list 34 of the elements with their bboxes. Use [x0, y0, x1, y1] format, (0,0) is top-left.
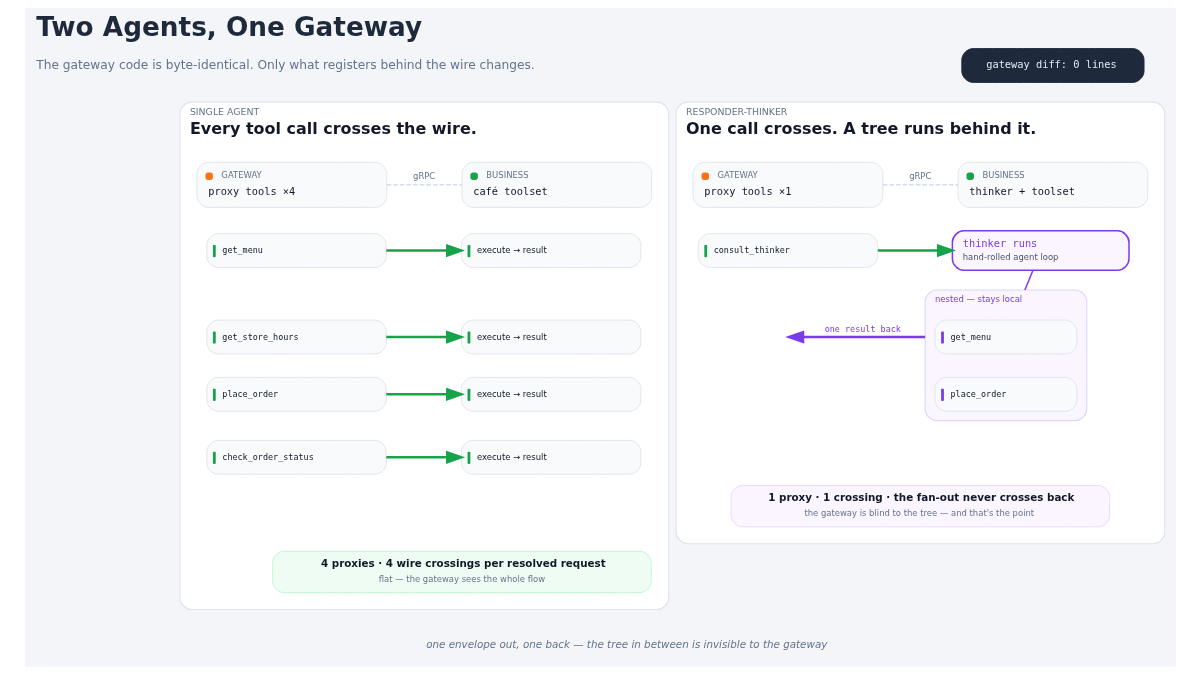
node-box: execute → result: [460, 319, 641, 355]
edge-label: one result back: [824, 323, 901, 334]
arrow: [877, 243, 956, 258]
label: The gateway code is byte-identical. Only what registers behind the wire changes.: [35, 57, 535, 72]
node-box: GATEWAY proxy tools ×1: [692, 161, 883, 208]
arrow: [385, 387, 465, 401]
node-box: execute → result: [460, 376, 641, 412]
arrow: [385, 450, 465, 464]
edge-label: gRPC: [908, 171, 931, 182]
node-box: consult_thinker: [697, 233, 878, 268]
node-box: place_order: [934, 376, 1077, 412]
node-box: BUSINESS café toolset: [460, 161, 652, 208]
node-box: get_menu: [934, 319, 1077, 355]
node-box: check_order_status: [205, 439, 387, 475]
arrow: [385, 243, 465, 258]
node-box: 4 proxies · 4 wire crossings per resolved request flat — the gateway sees the whole flow: [271, 550, 652, 594]
node-box: BUSINESS thinker + toolset: [957, 161, 1148, 208]
node-box: get_store_hours: [205, 319, 387, 355]
node-box: GATEWAY proxy tools ×4: [196, 161, 387, 208]
node-box: gateway diff: 0 lines: [960, 48, 1144, 83]
node-box: 1 proxy · 1 crossing · the fan-out never crosses back the gateway is blind to the tree — and that's the point: [730, 485, 1110, 528]
connector: [1023, 269, 1034, 291]
node-box: thinker runs hand-rolled agent loop: [951, 230, 1130, 272]
connector: [385, 184, 462, 186]
node-box: get_menu: [205, 233, 387, 268]
node-box: execute → result: [460, 439, 641, 475]
caption: one envelope out, one back — the tree in between is invisible to the gateway: [425, 637, 827, 650]
node-box: execute → result: [460, 233, 641, 268]
edge-label: gRPC: [412, 171, 435, 182]
arrow: [784, 330, 925, 344]
arrow: [385, 330, 465, 344]
node-box: place_order: [205, 376, 387, 412]
connector: [881, 184, 958, 186]
diagram-title: Two Agents, One Gateway: [35, 11, 422, 42]
